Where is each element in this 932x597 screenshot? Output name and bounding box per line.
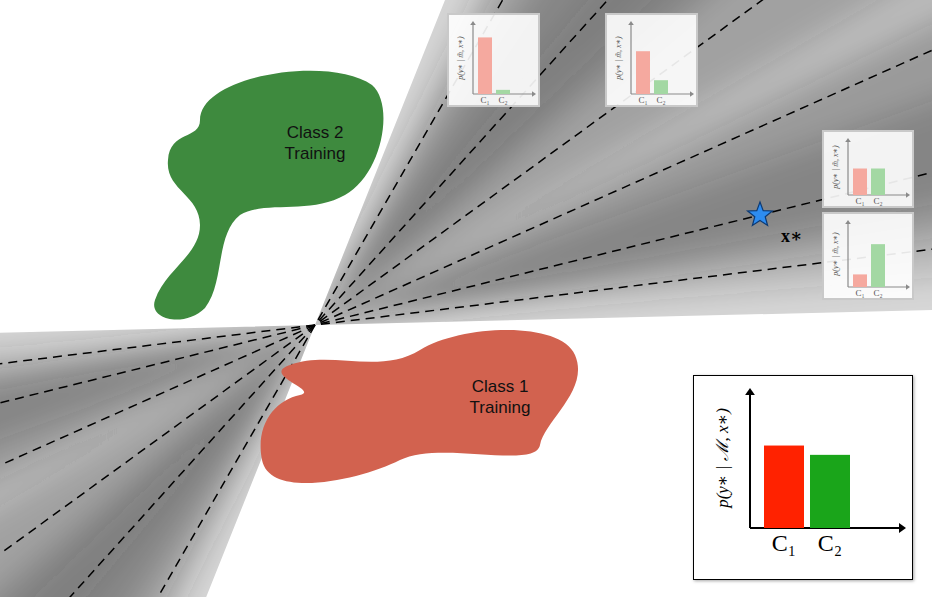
model-chart: p(y∗ | m̃, x∗) C₁ C₂ [605, 13, 698, 107]
probability-bar [871, 169, 885, 196]
class-label: C₁ [480, 96, 489, 105]
probability-bar [853, 169, 867, 196]
probability-bar [654, 80, 668, 94]
axis-arrowhead [532, 91, 536, 97]
training-region: Class 1 Training [250, 320, 590, 495]
posterior-chart: p(y∗ | ℳ, x∗) C₁ C₂ [693, 375, 913, 580]
axis-label: p(y∗ | m̃, x∗) [832, 232, 840, 275]
class-label: C₁ [855, 197, 864, 206]
blob-shape [250, 320, 590, 495]
training-region: Class 2 Training [145, 55, 390, 330]
model-chart: p(y∗ | m̃, x∗) C₁ C₂ [447, 13, 540, 107]
probability-bar [764, 446, 804, 528]
y-axis [847, 224, 848, 287]
probability-bar [636, 51, 650, 94]
probability-bar [810, 455, 850, 528]
class2-blob [154, 71, 383, 320]
blob-shape [145, 55, 390, 330]
class-label: C₂ [873, 197, 882, 206]
axis-arrowhead [845, 220, 851, 224]
probability-bar [478, 37, 492, 94]
class-label: C₁ [855, 289, 864, 298]
model-chart: p(y∗ | m̃, x∗) C₁ C₂ [822, 212, 914, 300]
probability-bar [871, 244, 885, 287]
axis-arrowhead [906, 192, 910, 198]
y-axis [472, 25, 473, 94]
region-label: Class 2 Training [269, 122, 361, 165]
class-label: C₁ [772, 531, 796, 555]
axis-arrowhead [899, 523, 906, 533]
y-axis [847, 142, 848, 195]
probability-bar [496, 90, 510, 94]
axis-label: p(y∗ | m̃, x∗) [457, 36, 465, 79]
test-point-star [748, 202, 773, 226]
dashed-model-line [0, 37, 932, 597]
class-label: C₂ [498, 96, 507, 105]
axis-label: p(y∗ | ℳ, x∗) [714, 408, 731, 508]
model-chart: p(y∗ | m̃, x∗) C₁ C₂ [822, 130, 914, 208]
class1-blob [261, 330, 578, 483]
y-axis [630, 25, 631, 94]
axis-arrowhead [845, 138, 851, 142]
class-label: C₂ [656, 96, 665, 105]
axis-arrowhead [690, 91, 694, 97]
probability-bar [853, 274, 867, 287]
axis-label: p(y∗ | m̃, x∗) [615, 36, 623, 79]
axis-arrowhead [906, 284, 910, 290]
axis-arrowhead [628, 21, 634, 25]
class-label: C₁ [638, 96, 647, 105]
y-axis [749, 395, 751, 528]
axis-arrowhead [745, 388, 755, 395]
class-label: C₂ [873, 289, 882, 298]
class-label: C₂ [818, 531, 842, 555]
axis-arrowhead [470, 21, 476, 25]
axis-label: p(y∗ | m̃, x∗) [832, 145, 840, 188]
test-point-label: x∗ [781, 227, 802, 245]
region-label: Class 1 Training [454, 376, 546, 419]
